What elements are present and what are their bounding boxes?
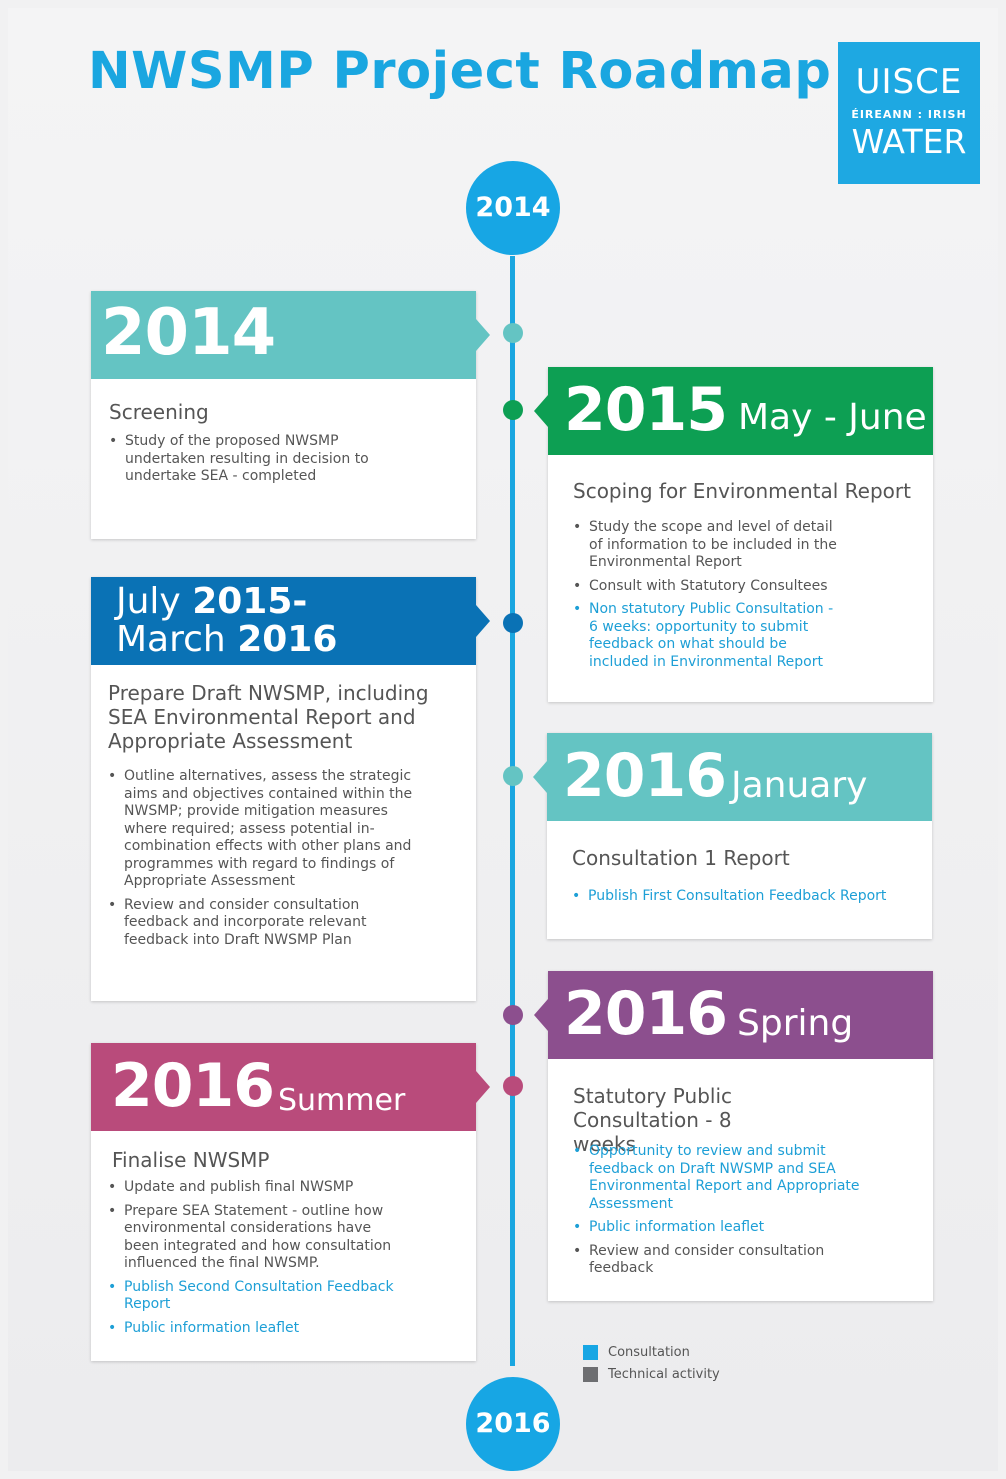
- card-period: Spring: [737, 1003, 854, 1044]
- timeline-dot-2016-summer: [503, 1076, 523, 1096]
- card-item-list: Opportunity to review and submit feedbac…: [573, 1143, 893, 1284]
- timeline-start-year: 2014: [466, 161, 560, 255]
- card-title: Screening: [109, 400, 209, 424]
- consultation-item: Public information leaflet: [573, 1219, 893, 1237]
- legend-item-technical: Technical activity: [583, 1363, 720, 1385]
- legend-swatch-technical: [583, 1366, 598, 1382]
- card-title: Consultation 1 Report: [572, 846, 790, 870]
- card-period: January: [731, 765, 868, 806]
- page-title: NWSMP Project Roadmap: [88, 42, 832, 101]
- milestone-card-2015-2016-draft: July 2015- March 2016 Prepare Draft NWSM…: [91, 577, 490, 1001]
- milestone-card-2014: 2014 Screening Study of the proposed NWS…: [91, 291, 490, 539]
- technical-activity-item: Study the scope and level of detail of i…: [573, 519, 843, 572]
- milestone-card-2016-january: 2016 January Consultation 1 Report Publi…: [533, 733, 932, 939]
- card-header: July 2015- March 2016: [91, 577, 490, 665]
- logo-line-1: UISCE: [855, 62, 963, 102]
- logo-line-3: WATER: [851, 122, 967, 161]
- legend-label-technical: Technical activity: [608, 1366, 720, 1382]
- irish-water-logo: UISCE ÉIREANN : IRISH WATER: [838, 42, 980, 184]
- technical-activity-item: Review and consider consultation feedbac…: [573, 1243, 893, 1278]
- card-month-end: March: [116, 619, 238, 660]
- legend-label-consultation: Consultation: [608, 1344, 690, 1360]
- milestone-card-2016-summer: 2016 Summer Finalise NWSMP Update and pu…: [91, 1043, 490, 1361]
- milestone-card-2015-may-june: 2015 May - June Scoping for Environmenta…: [534, 367, 933, 702]
- timeline-dot-2015-may: [503, 400, 523, 420]
- legend: Consultation Technical activity: [583, 1341, 720, 1385]
- milestone-card-2016-spring: 2016 Spring Statutory Public Consultatio…: [534, 971, 933, 1301]
- card-item-list: Study the scope and level of detail of i…: [573, 519, 843, 677]
- card-period: Summer: [278, 1083, 406, 1118]
- card-item-list: Publish First Consultation Feedback Repo…: [572, 888, 917, 912]
- card-title: Scoping for Environmental Report: [573, 479, 911, 503]
- card-period: May - June: [738, 397, 927, 438]
- consultation-item: Opportunity to review and submit feedbac…: [573, 1143, 893, 1213]
- card-title: Statutory Public Consultation - 8 weeks: [573, 1084, 732, 1156]
- card-item-list: Outline alternatives, assess the strateg…: [108, 768, 418, 955]
- technical-activity-item: Study of the proposed NWSMP undertaken r…: [109, 433, 379, 486]
- consultation-item: Publish First Consultation Feedback Repo…: [572, 888, 917, 906]
- card-year: 2016: [564, 979, 728, 1049]
- timeline-dot-2015-july: [503, 613, 523, 633]
- card-header: 2016 Summer: [91, 1043, 490, 1131]
- card-year: 2014: [101, 296, 276, 370]
- card-year-start: 2015-: [192, 581, 308, 622]
- card-header: 2014: [91, 291, 490, 379]
- timeline-end-year: 2016: [466, 1377, 560, 1471]
- card-header: 2015 May - June: [534, 367, 933, 455]
- card-year-end: 2016: [237, 619, 338, 660]
- card-year: 2016: [111, 1051, 275, 1121]
- technical-activity-item: Consult with Statutory Consultees: [573, 578, 843, 596]
- timeline-line: [510, 256, 515, 1366]
- card-year: 2015: [564, 375, 728, 445]
- logo-line-2: ÉIREANN : IRISH: [851, 108, 967, 121]
- consultation-item: Non statutory Public Consultation - 6 we…: [573, 601, 843, 671]
- technical-activity-item: Prepare SEA Statement - outline how envi…: [108, 1203, 403, 1273]
- timeline-dot-2014: [503, 323, 523, 343]
- card-title: Finalise NWSMP: [112, 1148, 270, 1172]
- timeline-dot-2016-spring: [503, 1005, 523, 1025]
- timeline-dot-2016-jan: [503, 766, 523, 786]
- consultation-item: Public information leaflet: [108, 1320, 403, 1338]
- card-item-list: Study of the proposed NWSMP undertaken r…: [109, 433, 379, 492]
- card-header: 2016 January: [533, 733, 932, 821]
- technical-activity-item: Update and publish final NWSMP: [108, 1179, 403, 1197]
- card-item-list: Update and publish final NWSMP Prepare SE…: [108, 1179, 403, 1343]
- legend-swatch-consultation: [583, 1344, 598, 1360]
- technical-activity-item: Outline alternatives, assess the strateg…: [108, 768, 418, 891]
- card-month-start: July: [116, 581, 193, 622]
- card-title: Prepare Draft NWSMP, including SEA Envir…: [108, 681, 429, 753]
- legend-item-consultation: Consultation: [583, 1341, 720, 1363]
- technical-activity-item: Review and consider consultation feedbac…: [108, 897, 418, 950]
- card-header: 2016 Spring: [534, 971, 933, 1059]
- card-period-range: July 2015- March 2016: [116, 583, 337, 659]
- consultation-item: Publish Second Consultation Feedback Rep…: [108, 1279, 403, 1314]
- card-year: 2016: [563, 741, 727, 811]
